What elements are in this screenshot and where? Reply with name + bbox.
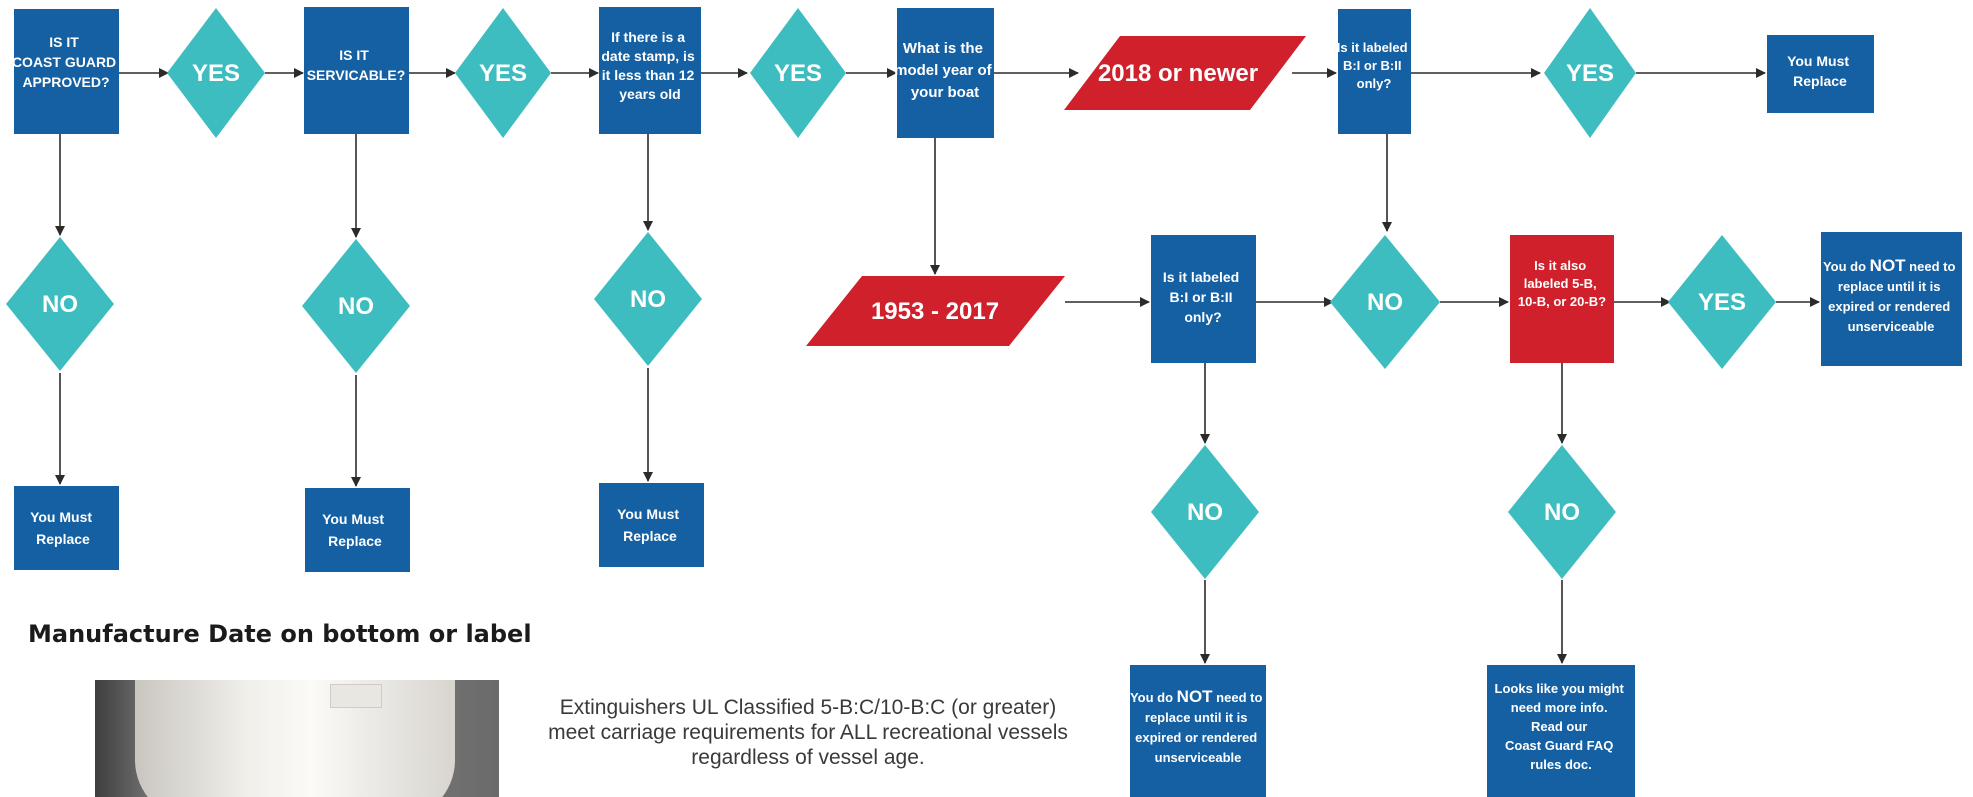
parallelogram-2018-or-newer: 2018 or newer [1064,36,1306,110]
svg-text:Is it also labeled 5-B,: Is it also labeled 5-B, 10-B, or 20-B? [1518,258,1606,309]
diamond-no-1: NO [6,237,114,371]
box-not-need-right: You do NOT need to replace until it is e… [1821,232,1962,366]
svg-text:Looks like you might nee: Looks like you might need more info. Rea… [1495,681,1628,772]
svg-text:YES: YES [192,60,240,87]
svg-text:You Must Replace: You Must Replace [1787,53,1853,89]
box-coast-guard-approved: IS IT COAST GUARD APPROVED? [12,9,120,134]
svg-text:You do NOT need to repla: You do NOT need to replace until it is e… [1823,256,1959,334]
svg-text:Is it labeled B:I or B:I: Is it labeled B:I or B:II only? [1337,40,1411,91]
svg-text:1953 - 2017: 1953 - 2017 [871,298,999,325]
svg-text:NO: NO [1367,289,1403,316]
connectors [55,68,1820,664]
svg-text:NO: NO [338,293,374,320]
svg-text:Is it labeled B:I or B:I: Is it labeled B:I or B:II only? [1163,269,1243,325]
box-model-year: What is the model year of your boat [894,8,996,138]
svg-text:YES: YES [1698,289,1746,316]
box-replace-2: You Must Replace [305,488,410,572]
extinguisher-cylinder [135,680,455,797]
svg-text:IS IT SERVICABLE?: IS IT SERVICABLE? [307,47,406,83]
box-labeled-mid: Is it labeled B:I or B:II only? [1151,235,1256,363]
diamond-no-2: NO [302,239,410,373]
extinguisher-photo [95,680,499,797]
svg-text:NO: NO [630,286,666,313]
diamond-no-mid: NO [1330,235,1440,369]
svg-text:You Must Replace: You Must Replace [30,509,96,547]
svg-text:You Must Replace: You Must Replace [322,511,388,549]
svg-text:If there is a date stamp: If there is a date stamp, is it less tha… [601,29,698,102]
svg-text:NO: NO [1544,499,1580,526]
svg-text:IS IT COAST GUARD: IS IT COAST GUARD APPROVED? [12,34,120,90]
box-more-info: Looks like you might need more info. Rea… [1487,665,1635,797]
box-labeled-top: Is it labeled B:I or B:II only? [1337,9,1411,134]
diamond-no-3: NO [594,232,702,366]
box-date-stamp: If there is a date stamp, is it less tha… [599,7,701,134]
diamond-yes-4: YES [1544,8,1636,138]
diamond-yes-1: YES [167,8,265,138]
svg-text:YES: YES [774,60,822,87]
box-not-need-bottom: You do NOT need to replace until it is e… [1130,665,1266,797]
svg-text:2018 or newer: 2018 or newer [1098,60,1258,87]
box-replace-3: You Must Replace [599,483,704,567]
svg-text:NO: NO [1187,499,1223,526]
box-servicable: IS IT SERVICABLE? [304,7,409,134]
carriage-requirements-note: Extinguishers UL Classified 5-B:C/10-B:C… [548,696,1068,769]
svg-text:NO: NO [42,291,78,318]
diamond-no-low-1: NO [1151,445,1259,579]
box-replace-top-right: You Must Replace [1767,35,1874,113]
parallelogram-1953-2017: 1953 - 2017 [806,276,1065,346]
box-replace-1: You Must Replace [14,486,119,570]
manufacture-date-heading: Manufacture Date on bottom or label [28,620,532,648]
svg-text:YES: YES [1566,60,1614,87]
diamond-yes-3: YES [750,8,846,138]
svg-text:What is the model year o: What is the model year of your boat [894,40,996,101]
box-also-labeled: Is it also labeled 5-B, 10-B, or 20-B? [1510,235,1614,363]
svg-text:You do NOT need to repla: You do NOT need to replace until it is e… [1130,687,1266,765]
diamond-yes-2: YES [455,8,551,138]
diamond-yes-5: YES [1668,235,1776,369]
svg-text:You Must Replace: You Must Replace [617,506,683,544]
diamond-no-low-2: NO [1508,445,1616,579]
svg-text:YES: YES [479,60,527,87]
extinguisher-label-sticker [330,684,382,708]
